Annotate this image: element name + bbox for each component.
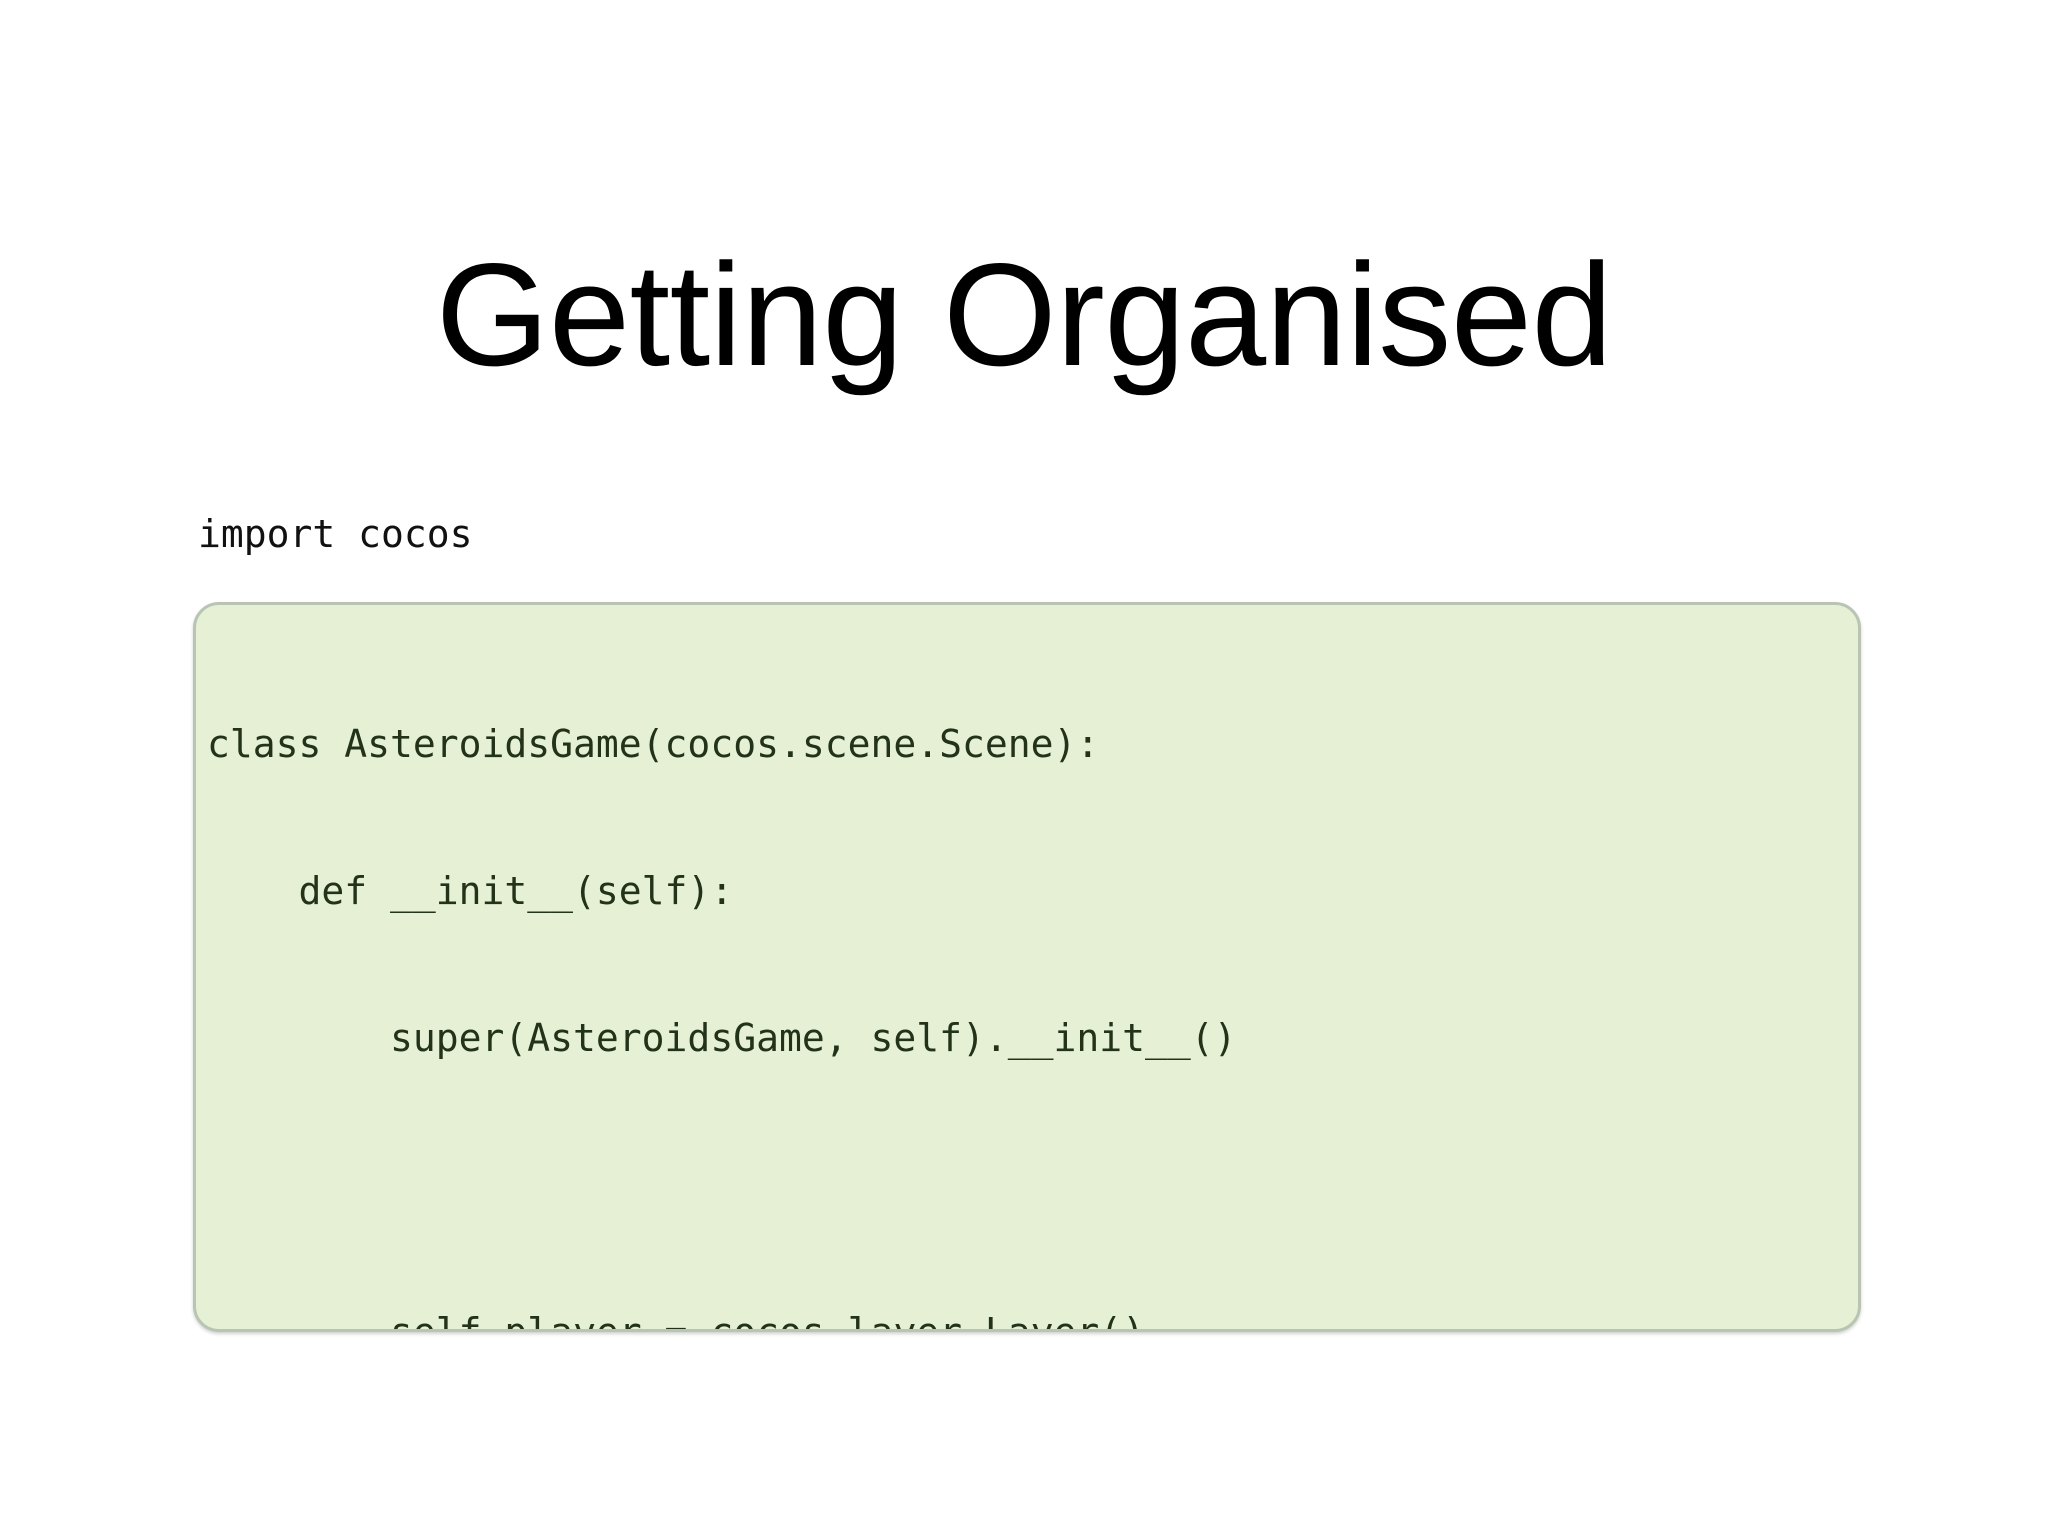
code-line: class AsteroidsGame(cocos.scene.Scene):	[207, 722, 1100, 766]
python-code-card: class AsteroidsGame(cocos.scene.Scene): …	[193, 602, 1861, 1332]
code-line: super(AsteroidsGame, self).__init__()	[207, 1016, 1237, 1060]
code-line: import cocos	[198, 512, 473, 556]
code-line: self.player = cocos.layer.Layer()	[207, 1310, 1145, 1332]
code-line: def __init__(self):	[207, 869, 734, 913]
code-listing: class AsteroidsGame(cocos.scene.Scene): …	[207, 622, 1858, 1332]
page-title: Getting Organised	[435, 232, 1613, 396]
code-line-blank	[207, 1161, 1858, 1210]
